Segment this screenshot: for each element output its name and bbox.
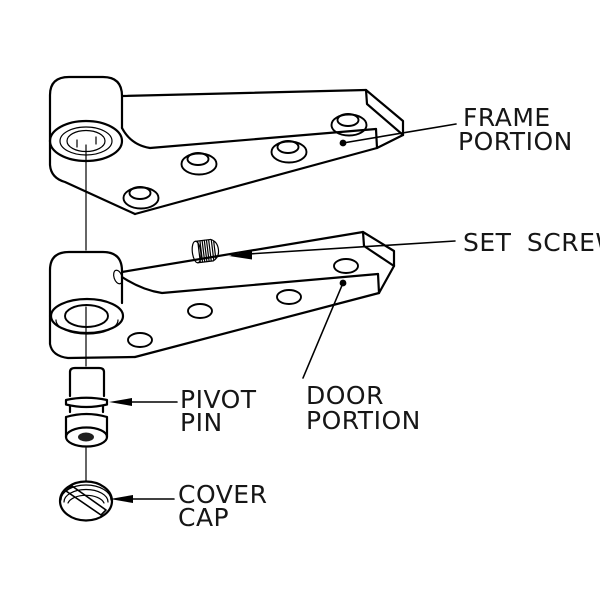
door-screw-hole — [276, 289, 302, 305]
frame-plate-front-bottom-edge — [133, 146, 379, 216]
pivot-pin-drawing — [64, 366, 109, 448]
frame-countersunk-hole — [180, 152, 218, 176]
frame-portion-label-line2: PORTION — [458, 127, 573, 156]
frame-countersunk-hole — [270, 140, 308, 164]
frame-portion-leader-line — [342, 123, 457, 144]
door-knuckle-lower-outline — [48, 314, 137, 360]
cover-cap-arrowhead — [110, 495, 133, 503]
door-portion-leader-line — [302, 282, 344, 379]
frame-knuckle-outline — [48, 75, 124, 143]
door-portion-label-line1: DOOR — [306, 381, 384, 410]
pivot-pin-arrowhead — [109, 398, 132, 406]
door-plate-front-top-edge — [120, 272, 380, 295]
frame-plate-back-edge — [120, 88, 368, 98]
door-portion-leader-dot — [339, 279, 347, 287]
cover-cap-label-line1: COVER — [178, 480, 267, 509]
frame-portion-drawing — [48, 75, 405, 216]
door-screw-hole — [187, 303, 213, 319]
door-plate-front-right-edge — [376, 264, 396, 295]
frame-knuckle-lower-outline — [48, 139, 137, 216]
frame-plate-front-right-edge — [374, 127, 405, 150]
door-screw-hole — [333, 258, 359, 274]
door-knuckle-bottom-rim — [49, 297, 125, 335]
set-screw-label: SET SCREW — [463, 228, 600, 257]
door-bore — [64, 304, 109, 328]
door-portion-drawing — [48, 230, 396, 360]
frame-portion-label-line1: FRAME — [463, 103, 551, 132]
set-screw-hole — [113, 269, 123, 285]
door-knuckle-wall-arc — [55, 319, 119, 335]
door-plate-back-edge — [120, 230, 365, 274]
frame-portion-leader-dot — [339, 139, 347, 147]
labels: FRAME PORTION SET SCREW DOOR PORTION PIV… — [178, 103, 600, 532]
frame-plate-end-face — [364, 88, 405, 137]
set-screw-leader-line — [231, 240, 456, 256]
set-screw-drawing — [191, 238, 220, 264]
set-screw-arrowhead — [229, 250, 252, 260]
pivot-pin-hole — [78, 432, 94, 442]
cover-cap-drawing — [58, 480, 114, 522]
door-plate-front-bottom-edge — [133, 291, 381, 359]
cover-cap-label-line2: CAP — [178, 503, 229, 532]
frame-countersunk-hole — [122, 186, 160, 210]
door-screw-hole — [127, 332, 153, 348]
pivot-pin-label-line1: PIVOT — [180, 385, 257, 414]
frame-countersunk-hole — [330, 113, 368, 137]
leader-lines — [109, 123, 457, 503]
door-plate-end-face — [361, 230, 396, 268]
frame-plate-front-top-edge — [120, 126, 378, 150]
cover-cap-slot — [65, 485, 107, 516]
pivot-pin-label-line2: PIN — [180, 408, 223, 437]
door-knuckle-outline — [48, 250, 124, 318]
door-portion-label-line2: PORTION — [306, 406, 421, 435]
